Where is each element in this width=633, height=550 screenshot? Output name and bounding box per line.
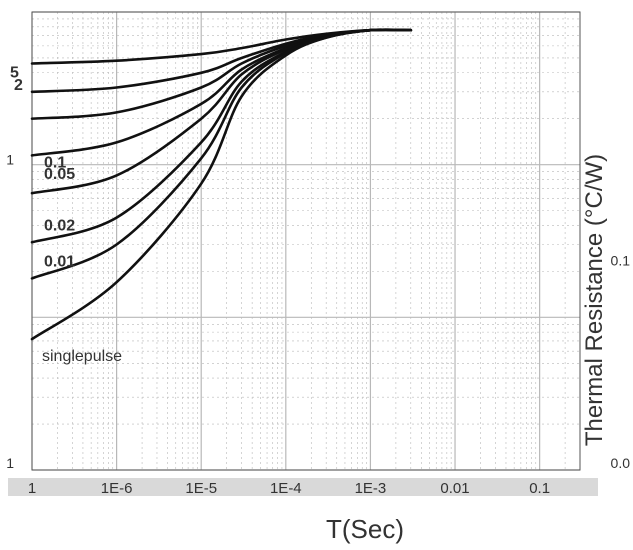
x-tick-label: 1E-4 (270, 480, 302, 497)
series-label: singlepulse (42, 348, 122, 365)
series-curve-0-1 (30, 28, 413, 157)
y-tick-label-right: 0.1 (611, 252, 631, 268)
series-label: 5 (10, 64, 19, 81)
x-axis-title: T(Sec) (326, 514, 404, 544)
x-axis-band (8, 478, 598, 496)
x-tick-label: 1E-5 (185, 480, 217, 497)
x-tick-label: 0.01 (440, 480, 469, 497)
series-label: 0.02 (44, 217, 75, 234)
y-tick-label-right: 0.0 (611, 455, 631, 471)
series-curve-5 (30, 28, 413, 65)
series-label: 2 (14, 77, 23, 94)
x-tick-label: 1E-6 (101, 480, 133, 497)
series-label: 0.1 (44, 154, 66, 171)
series-layer (30, 28, 413, 341)
grid-layer (31, 11, 580, 471)
label-layer: 52 0.10.05 0.02 0.01 singlepulse (10, 64, 122, 365)
y-tick-label-left: 1 (6, 455, 14, 471)
series-curve-singlepulse (30, 28, 413, 341)
series-label: 0.05 (44, 166, 75, 183)
plot-frame (31, 11, 581, 471)
y-axis-title: Thermal Resistance (°C/W) (581, 154, 608, 446)
x-tick-label: 1 (28, 480, 36, 497)
y-tick-label-left: 1 (6, 152, 14, 168)
series-curve-unlabeled (30, 28, 413, 120)
x-tick-label: 0.1 (529, 480, 550, 497)
series-label: 0.01 (44, 253, 75, 270)
x-tick-label: 1E-3 (355, 480, 387, 497)
